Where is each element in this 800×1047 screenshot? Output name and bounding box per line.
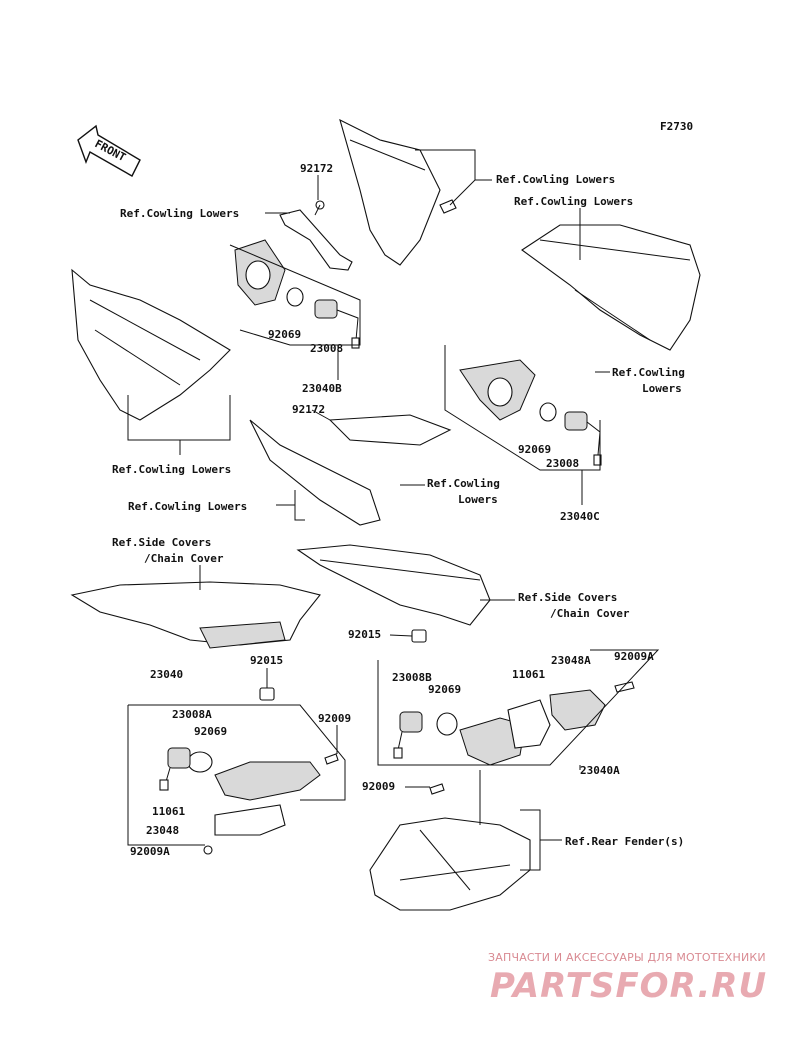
label-ref-rear-fender: Ref.Rear Fender(s) [565, 835, 684, 848]
label-92015-left: 92015 [250, 654, 283, 667]
label-23040c: 23040C [560, 510, 600, 523]
rear-left-turn-signal [159, 747, 321, 855]
bracket-right [249, 414, 452, 526]
cowling-upper-middle-part [339, 118, 441, 266]
front-right-turn-signal [459, 359, 602, 466]
leader-lines [127, 149, 660, 871]
grommet-92015-left [259, 687, 275, 701]
cowling-lower-right-part [521, 224, 701, 351]
rear-right-turn-signal [393, 689, 606, 766]
front-left-turn-signal [234, 239, 360, 349]
bracket-upper-left [279, 200, 353, 271]
label-92015-right: 92015 [348, 628, 381, 641]
front-arrow-icon: FRONT [77, 124, 141, 177]
label-ref-cowling-lowers-1: Ref.Cowling Lowers [120, 207, 239, 220]
label-23008b: 23008B [392, 671, 432, 684]
label-92009-right: 92009 [362, 780, 395, 793]
label-23040b: 23040B [302, 382, 342, 395]
watermark-tagline: ЗАПЧАСТИ И АКСЕССУАРЫ ДЛЯ МОТОТЕХНИКИ [488, 951, 766, 964]
label-ref-cowling-lowers-3: Ref.Cowling Lowers [514, 195, 633, 208]
label-23008-upper: 23008 [310, 342, 343, 355]
label-92069-upper: 92069 [268, 328, 301, 341]
label-92069-rear-right: 92069 [428, 683, 461, 696]
label-11061-left: 11061 [152, 805, 185, 818]
label-92172-upper: 92172 [300, 162, 333, 175]
grommet-92015-right [411, 629, 427, 643]
label-23048: 23048 [146, 824, 179, 837]
label-23008-right: 23008 [546, 457, 579, 470]
label-23048a: 23048A [551, 654, 591, 667]
label-ref-cowling-b: Ref.Cowling [427, 477, 500, 490]
label-92172-lower: 92172 [292, 403, 325, 416]
side-cover-left-part [70, 581, 321, 649]
label-ref-side-covers-left: Ref.Side Covers [112, 536, 211, 549]
label-ref-cowling-lowers-4: Ref.Cowling Lowers [112, 463, 231, 476]
side-cover-right-part [296, 544, 491, 626]
screw-92009a-right [614, 681, 635, 693]
label-ref-side-covers-right: Ref.Side Covers [518, 591, 617, 604]
cowling-lower-left-part [71, 268, 231, 421]
label-92009a-right: 92009A [614, 650, 654, 663]
label-11061-right: 11061 [512, 668, 545, 681]
label-ref-cowling-lowers-2: Ref.Cowling Lowers [496, 173, 615, 186]
label-chain-cover-left: /Chain Cover [144, 552, 224, 565]
label-92069-rear-left: 92069 [194, 725, 227, 738]
label-lowers-b: Lowers [458, 493, 498, 506]
screw-92009-right [429, 783, 445, 795]
screw-92009-left [324, 753, 339, 765]
label-92069-right: 92069 [518, 443, 551, 456]
label-chain-cover-right: /Chain Cover [550, 607, 630, 620]
label-ref-cowling-lowers-5: Ref.Cowling Lowers [128, 500, 247, 513]
label-23040: 23040 [150, 668, 183, 681]
watermark-brand-logo: PARTSFOR.RU [490, 966, 768, 1006]
label-23040a: 23040A [580, 764, 620, 777]
label-92009a-left: 92009A [130, 845, 170, 858]
figure-code: F2730 [660, 120, 693, 133]
label-23008a: 23008A [172, 708, 212, 721]
label-ref-cowling-a: Ref.Cowling [612, 366, 685, 379]
label-lowers-a: Lowers [642, 382, 682, 395]
rear-fender-part [369, 817, 531, 911]
label-92009-left: 92009 [318, 712, 351, 725]
